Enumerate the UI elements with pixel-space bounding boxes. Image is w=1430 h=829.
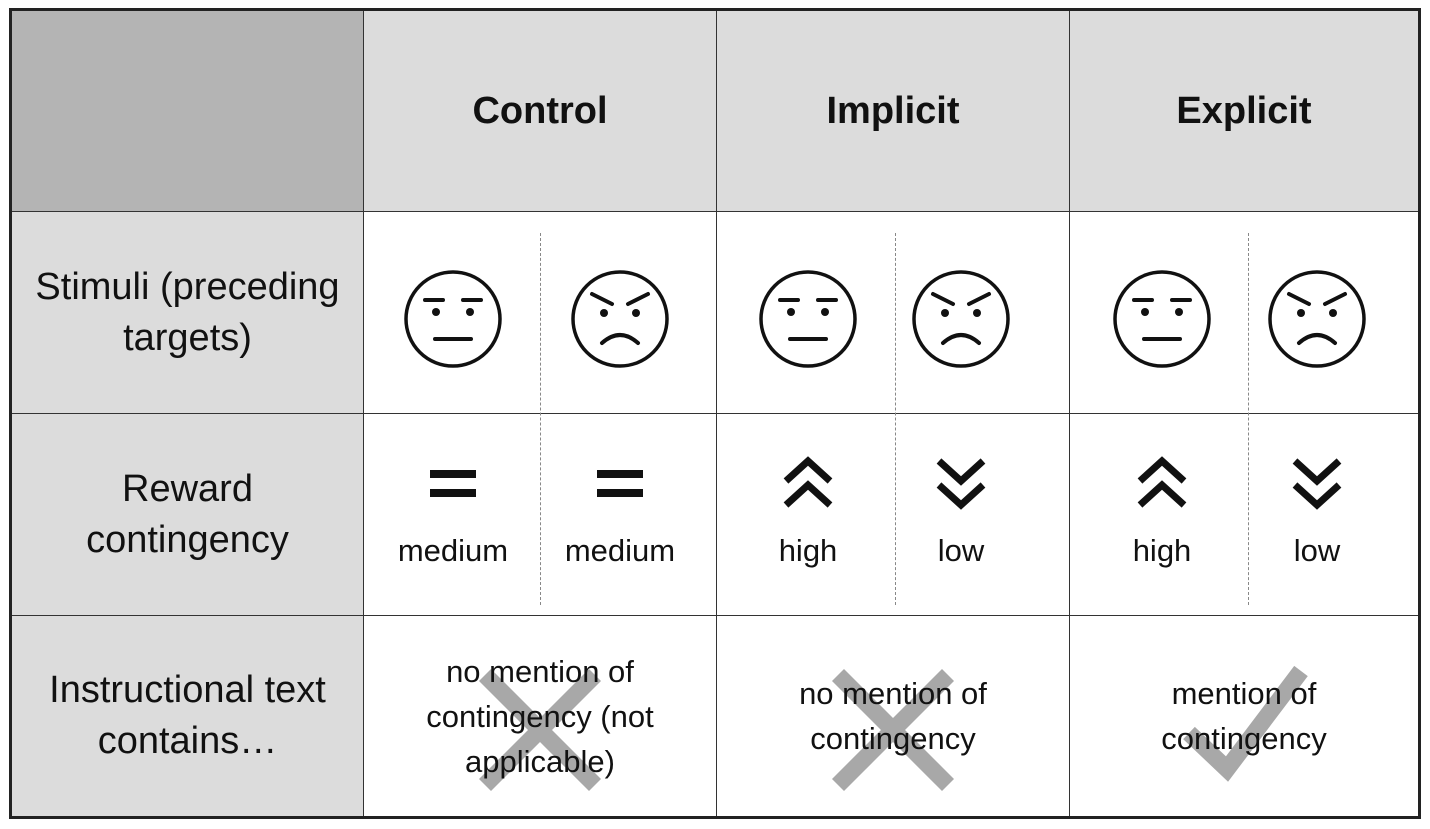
equals-icon xyxy=(430,470,476,497)
column-header-control: Control xyxy=(364,11,716,211)
checkmark-icon xyxy=(1183,665,1308,782)
reward-level-label: high xyxy=(1132,533,1192,568)
grid-line xyxy=(716,11,717,816)
grid-line xyxy=(12,211,1418,212)
row-header-reward-label: Reward contingency xyxy=(86,467,289,561)
instructional-text: mention of contingency xyxy=(1161,676,1327,756)
angry-face-icon xyxy=(1268,270,1366,368)
grid-line xyxy=(363,11,364,816)
grid-line xyxy=(12,615,1418,616)
cross-icon xyxy=(831,668,955,792)
corner-cell xyxy=(12,11,363,211)
row-header-stimuli-label: Stimuli (preceding targets) xyxy=(35,265,340,359)
neutral-face-icon xyxy=(404,270,502,368)
cross-icon xyxy=(478,668,602,792)
column-header-implicit: Implicit xyxy=(717,11,1069,211)
row-header-instructional-label: Instructional text contains… xyxy=(49,669,326,762)
double-chevron-down-icon xyxy=(936,458,986,510)
reward-level-label: low xyxy=(937,533,985,568)
reward-level-label: medium xyxy=(564,533,676,568)
angry-face-icon xyxy=(571,270,669,368)
grid-line xyxy=(12,413,1418,414)
row-header-instructional: Instructional text contains… xyxy=(12,616,363,816)
reward-level-label: medium xyxy=(397,533,509,568)
instructional-text: no mention of contingency xyxy=(799,676,987,756)
double-chevron-down-icon xyxy=(1292,458,1342,510)
double-chevron-up-icon xyxy=(1137,456,1187,508)
neutral-face-icon xyxy=(759,270,857,368)
grid-line xyxy=(1069,11,1070,816)
condition-table: Control Implicit Explicit Stimuli (prece… xyxy=(9,8,1421,819)
instructional-text: no mention of contingency (not applicabl… xyxy=(426,653,654,779)
equals-icon xyxy=(597,470,643,497)
angry-face-icon xyxy=(912,270,1010,368)
reward-level-label: high xyxy=(778,533,838,568)
reward-level-label: low xyxy=(1293,533,1341,568)
double-chevron-up-icon xyxy=(783,456,833,508)
row-header-reward: Reward contingency xyxy=(12,414,363,615)
subcolumn-divider xyxy=(540,233,541,605)
subcolumn-divider xyxy=(895,233,896,605)
neutral-face-icon xyxy=(1113,270,1211,368)
row-header-stimuli: Stimuli (preceding targets) xyxy=(12,212,363,413)
subcolumn-divider xyxy=(1248,233,1249,605)
column-header-explicit: Explicit xyxy=(1070,11,1418,211)
